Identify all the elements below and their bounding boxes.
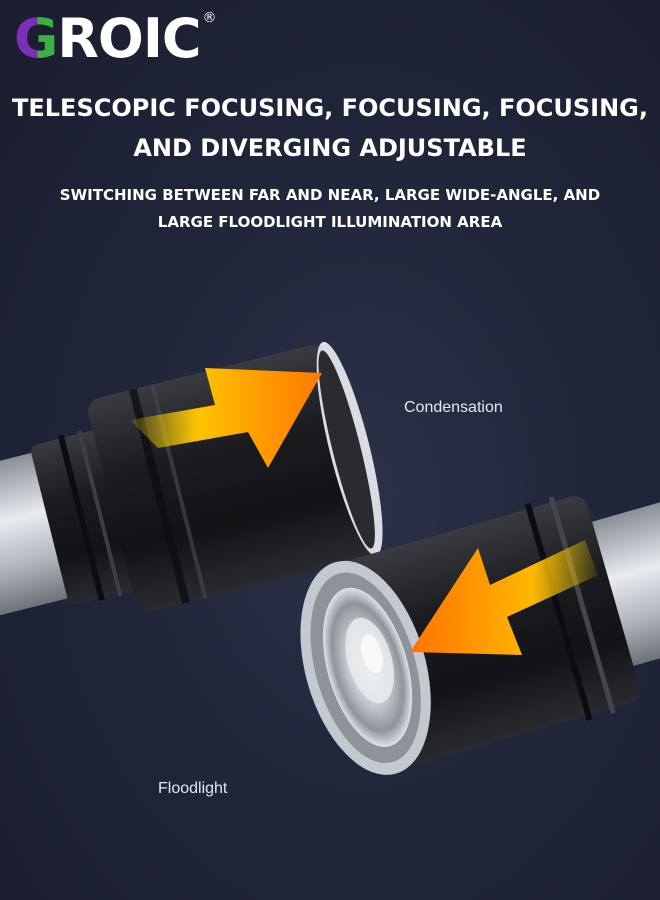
condensation-label: Condensation: [404, 399, 503, 416]
floodlight-label: Floodlight: [158, 780, 228, 797]
subheadline-line-1: SWITCHING BETWEEN FAR AND NEAR, LARGE WI…: [59, 186, 601, 204]
registered-mark: ®: [202, 10, 217, 26]
brand-logo: GROIC ®: [14, 8, 217, 70]
headline-line-1: TELESCOPIC FOCUSING, FOCUSING, FOCUSING,: [12, 94, 648, 122]
arrow-outward-icon: [130, 368, 322, 468]
subheadline: SWITCHING BETWEEN FAR AND NEAR, LARGE WI…: [0, 182, 660, 236]
flashlight-bottom: [300, 474, 660, 775]
brand-name: GROIC: [14, 7, 202, 70]
brand-rest: ROIC: [57, 7, 201, 70]
brand-initial: G: [14, 7, 58, 70]
headline-line-2: AND DIVERGING ADJUSTABLE: [133, 134, 527, 162]
subheadline-line-2: LARGE FLOODLIGHT ILLUMINATION AREA: [157, 213, 503, 231]
flashlight-top: [0, 341, 383, 636]
headline: TELESCOPIC FOCUSING, FOCUSING, FOCUSING,…: [0, 88, 660, 168]
arrow-inward-icon: [410, 540, 598, 655]
